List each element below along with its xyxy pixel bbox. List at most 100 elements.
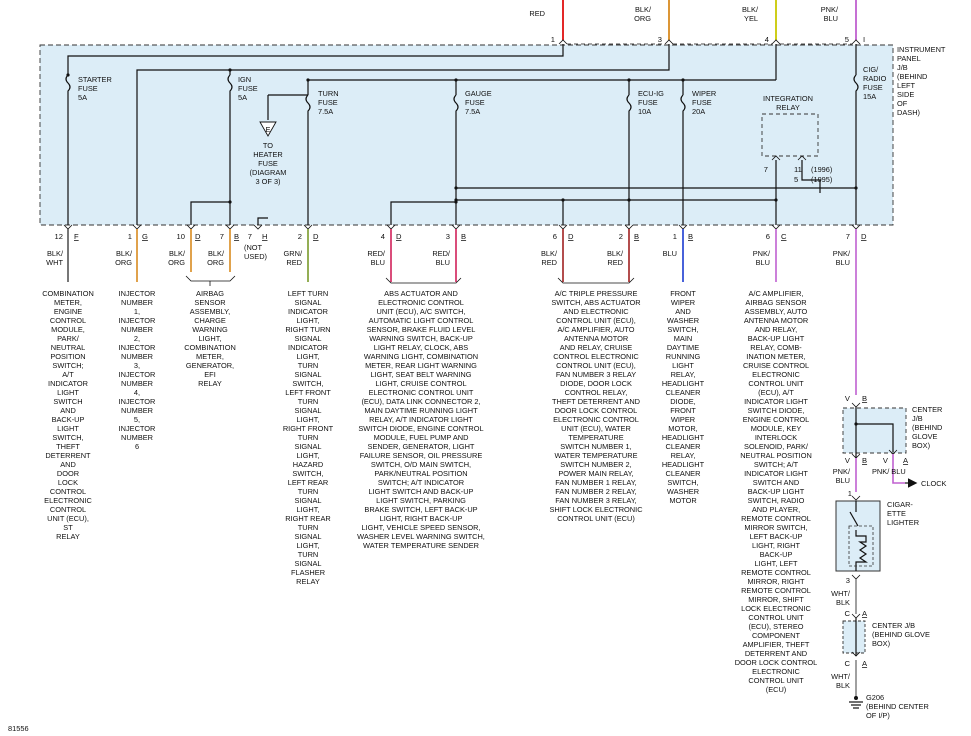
fuse-gauge bbox=[453, 78, 459, 225]
svg-text:C: C bbox=[781, 232, 787, 241]
svg-text:3: 3 bbox=[446, 232, 450, 241]
svg-text:B: B bbox=[234, 232, 239, 241]
svg-text:RED/BLU: RED/BLU bbox=[367, 249, 386, 267]
svg-text:A: A bbox=[862, 659, 868, 668]
svg-text:7: 7 bbox=[220, 232, 224, 241]
bottom-pin-labels: 12 F 1 G 10 D 7 B 7 H 2 D 4 D 3 B 6 D 2 … bbox=[55, 232, 867, 241]
fuse-wiper bbox=[680, 78, 686, 225]
fuse-starter bbox=[65, 73, 71, 225]
panel-branches bbox=[190, 198, 631, 225]
svg-text:D: D bbox=[568, 232, 574, 241]
svg-text:BLU: BLU bbox=[663, 249, 677, 258]
bottom-wires bbox=[67, 229, 857, 395]
svg-text:F: F bbox=[74, 232, 79, 241]
svg-text:RED/BLU: RED/BLU bbox=[432, 249, 451, 267]
top-wire-label-blk-org: BLK/ORG bbox=[634, 5, 652, 23]
fuse-turn bbox=[305, 78, 311, 225]
svg-text:BLK/RED: BLK/RED bbox=[607, 249, 624, 267]
svg-text:B: B bbox=[862, 456, 867, 465]
top-pin-3: 3 bbox=[658, 35, 662, 44]
svg-text:A: A bbox=[903, 456, 909, 465]
top-pin-i: I bbox=[863, 35, 865, 44]
svg-text:12: 12 bbox=[55, 232, 63, 241]
svg-text:BLK/WHT: BLK/WHT bbox=[46, 249, 64, 267]
svg-text:2: 2 bbox=[298, 232, 302, 241]
svg-text:6: 6 bbox=[553, 232, 557, 241]
svg-text:11: 11 bbox=[794, 165, 802, 174]
fuse-ecu-ig bbox=[626, 78, 632, 225]
svg-text:D: D bbox=[861, 232, 867, 241]
svg-text:GRN/RED: GRN/RED bbox=[284, 249, 303, 267]
svg-text:1: 1 bbox=[848, 489, 852, 498]
top-pin-1: 1 bbox=[551, 35, 555, 44]
svg-text:7: 7 bbox=[248, 232, 252, 241]
svg-text:WHT/BLK: WHT/BLK bbox=[831, 672, 851, 690]
figure-id: 81556 bbox=[8, 724, 29, 733]
svg-text:PNK/BLU: PNK/BLU bbox=[753, 249, 771, 267]
fuse-ign bbox=[227, 68, 233, 225]
svg-text:E: E bbox=[266, 125, 271, 134]
svg-text:6: 6 bbox=[766, 232, 770, 241]
svg-text:B: B bbox=[862, 394, 867, 403]
svg-text:BLK/ORG: BLK/ORG bbox=[168, 249, 186, 267]
top-pin-5: 5 bbox=[845, 35, 849, 44]
svg-text:4: 4 bbox=[381, 232, 385, 241]
svg-text:WHT/BLK: WHT/BLK bbox=[831, 589, 851, 607]
svg-text:V: V bbox=[845, 456, 851, 465]
svg-text:10: 10 bbox=[177, 232, 185, 241]
svg-text:BLK/ORG: BLK/ORG bbox=[207, 249, 225, 267]
svg-text:D: D bbox=[313, 232, 319, 241]
svg-text:B: B bbox=[688, 232, 693, 241]
svg-text:G: G bbox=[142, 232, 148, 241]
top-wire-label-blk-yel: BLK/YEL bbox=[742, 5, 759, 23]
svg-text:BLK/RED: BLK/RED bbox=[541, 249, 558, 267]
svg-text:PNK/ BLU: PNK/ BLU bbox=[872, 467, 906, 476]
instrument-panel-jb-box bbox=[39, 44, 894, 226]
svg-text:V: V bbox=[883, 456, 889, 465]
svg-text:PNK/BLU: PNK/BLU bbox=[833, 467, 851, 485]
top-wire-label-pnk-blu: PNK/BLU bbox=[821, 5, 839, 23]
svg-text:B: B bbox=[461, 232, 466, 241]
svg-text:(1995): (1995) bbox=[811, 175, 832, 184]
svg-text:D: D bbox=[396, 232, 402, 241]
top-connector: 1 3 4 5 I bbox=[551, 35, 865, 45]
svg-text:2: 2 bbox=[619, 232, 623, 241]
svg-text:1: 1 bbox=[673, 232, 677, 241]
svg-text:B: B bbox=[634, 232, 639, 241]
svg-text:D: D bbox=[195, 232, 201, 241]
svg-text:7: 7 bbox=[764, 165, 768, 174]
svg-text:5: 5 bbox=[794, 175, 798, 184]
svg-text:7: 7 bbox=[846, 232, 850, 241]
svg-text:PNK/BLU: PNK/BLU bbox=[833, 249, 851, 267]
